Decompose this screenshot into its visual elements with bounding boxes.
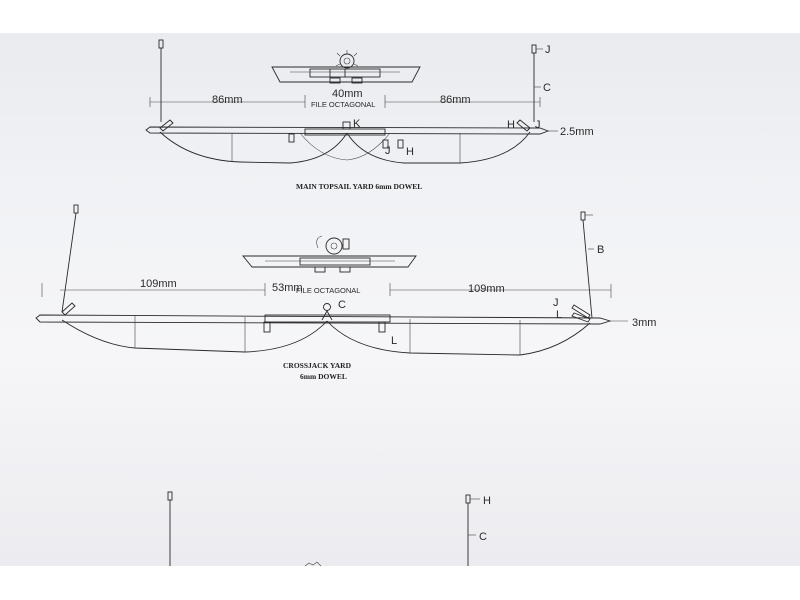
yard2-label-l-mid: L xyxy=(391,335,397,347)
yard1-dim-left: 86mm xyxy=(212,94,243,106)
yard2-left-lift xyxy=(41,204,79,313)
yard1-caption: MAIN TOPSAIL YARD 6mm DOWEL xyxy=(296,182,422,191)
yard1-label-j-mid: J xyxy=(385,145,391,157)
bottom-border xyxy=(0,566,800,600)
yard2-center-note: FILE OCTAGONAL xyxy=(296,286,360,295)
yard1-dimension-line: 86mm 40mm 86mm FILE OCTAGONAL xyxy=(149,88,541,109)
yard1-spar: 2.5mm K J H H J xyxy=(145,118,594,164)
top-border xyxy=(0,0,800,33)
yard2-center-plan xyxy=(242,235,417,273)
yard2-label-j: J xyxy=(553,297,559,309)
main-topsail-yard: J C 86mm 40mm 86mm FILE OCTAGONAL xyxy=(145,39,594,191)
yard3-label-c: C xyxy=(479,531,487,543)
yard1-label-j-right: J xyxy=(535,119,541,131)
yard1-end-size: 2.5mm xyxy=(560,126,594,138)
yard2-dimension-line: 109mm 53mm 109mm FILE OCTAGONAL xyxy=(60,278,611,296)
yard2-label-c: C xyxy=(338,299,346,311)
yard2-label-l-right: L xyxy=(556,309,562,321)
yard2-right-lift: B xyxy=(580,211,612,319)
yard2-dim-right: 109mm xyxy=(468,283,505,295)
yard2-label-b: B xyxy=(597,244,604,256)
yard1-label-k: K xyxy=(353,118,361,130)
yard1-label-h: H xyxy=(507,119,515,131)
yard1-left-lift xyxy=(158,39,164,122)
yard1-label-c: C xyxy=(543,82,551,94)
block-icon xyxy=(325,237,343,255)
yard1-label-h-mid: H xyxy=(406,146,414,158)
yard2-caption-line2: 6mm DOWEL xyxy=(300,372,347,381)
third-yard-partial: H C xyxy=(167,491,491,567)
yard2-dim-center: 53mm xyxy=(272,282,303,294)
yard2-end-size: 3mm xyxy=(632,317,656,329)
block-icon xyxy=(339,53,355,69)
yard2-spar: 3mm C J L L xyxy=(35,297,656,356)
crossjack-yard: B 109mm 53mm 109mm FILE OCTAGONAL 3mm xyxy=(35,204,656,381)
yard1-center-plan xyxy=(271,50,421,84)
yard1-dim-center: 40mm xyxy=(332,88,363,100)
yard1-dim-right: 86mm xyxy=(440,94,471,106)
plan-sheet xyxy=(0,33,800,566)
yard2-dim-left: 109mm xyxy=(140,278,177,290)
yard1-label-j-top: J xyxy=(545,44,551,56)
yard3-label-h: H xyxy=(483,495,491,507)
yard1-center-note: FILE OCTAGONAL xyxy=(311,100,375,109)
yard2-caption-line1: CROSSJACK YARD xyxy=(283,361,352,370)
yard1-right-lift: J C xyxy=(531,44,551,122)
